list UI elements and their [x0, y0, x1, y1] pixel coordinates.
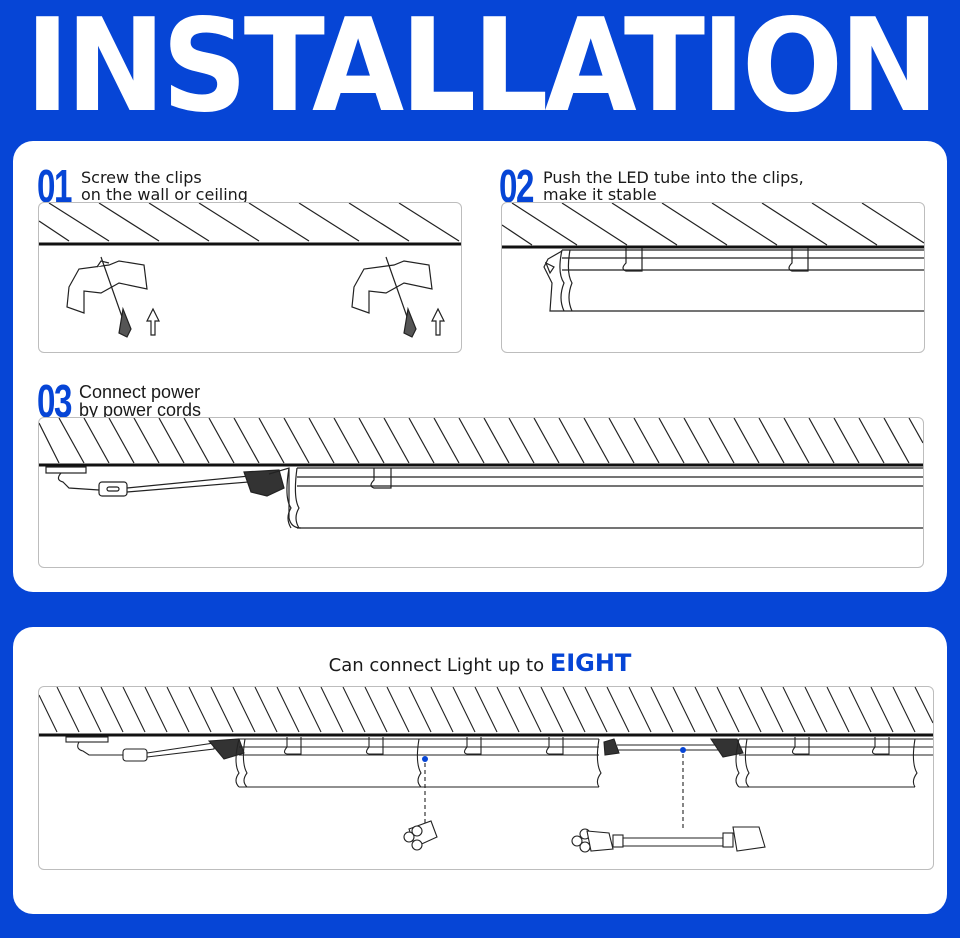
step-number: 03	[37, 375, 72, 427]
connector-plug-icon	[403, 820, 438, 851]
step-01-heading: 01 Screw the clips on the wall or ceilin…	[37, 163, 248, 209]
linked-tubes-icon	[39, 687, 933, 853]
step-02-illustration	[501, 202, 925, 353]
power-cord-icon	[39, 418, 923, 529]
step-text-line: on the wall or ceiling	[81, 185, 248, 204]
step-01-illustration	[38, 202, 462, 353]
step-text-line: by power cords	[79, 400, 202, 420]
step-number: 02	[499, 160, 534, 212]
step-text: Screw the clips on the wall or ceiling	[81, 169, 248, 203]
step-03-illustration	[38, 417, 924, 568]
step-text-line: make it stable	[543, 185, 657, 204]
connect-illustration	[38, 686, 934, 870]
step-text: Connect power by power cords	[79, 383, 201, 419]
step-03-heading: 03 Connect power by power cords	[37, 378, 201, 424]
connect-heading-text: Can connect Light up to	[328, 655, 550, 676]
step-text: Push the LED tube into the clips, make i…	[543, 169, 804, 203]
step-number: 01	[37, 160, 72, 212]
linking-cable-icon	[571, 826, 766, 853]
step-text-line: Connect power	[79, 382, 201, 402]
step-02-heading: 02 Push the LED tube into the clips, mak…	[499, 163, 804, 209]
tube-in-clips-icon	[502, 203, 924, 312]
clips-screw-icon	[39, 203, 461, 338]
step-text-line: Push the LED tube into the clips,	[543, 168, 804, 187]
page-title: INSTALLATION	[0, 0, 960, 141]
connect-heading-accent: EIGHT	[549, 649, 632, 677]
steps-card: 01 Screw the clips on the wall or ceilin…	[13, 141, 947, 592]
title-text: INSTALLATION	[24, 0, 939, 141]
connect-heading: Can connect Light up to EIGHT	[13, 649, 947, 677]
step-text-line: Screw the clips	[81, 168, 202, 187]
connect-card: Can connect Light up to EIGHT	[13, 627, 947, 914]
